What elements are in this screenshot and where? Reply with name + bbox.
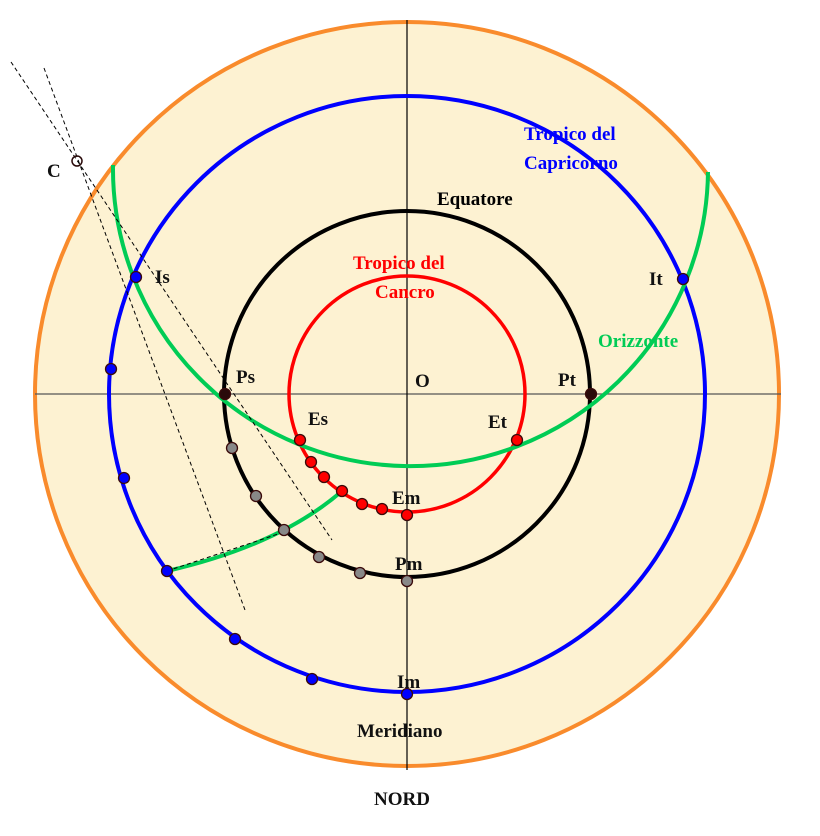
- gray-point: [400, 574, 414, 588]
- blue-point: [129, 270, 143, 284]
- blue-point: [160, 564, 174, 578]
- label-equator: Equatore: [437, 189, 513, 210]
- gray-point: [312, 550, 326, 564]
- label-north: NORD: [374, 789, 430, 810]
- label-capricorn-2: Capricorno: [524, 153, 618, 174]
- label-capricorn-1: Tropico del: [524, 124, 616, 145]
- label-it: It: [649, 269, 663, 290]
- red-point: [400, 508, 414, 522]
- gray-point: [225, 441, 239, 455]
- label-horizon: Orizzonte: [598, 331, 678, 352]
- blue-point: [104, 362, 118, 376]
- blue-point: [400, 687, 414, 701]
- dark-point: [584, 387, 598, 401]
- red-point: [355, 497, 369, 511]
- gray-point: [249, 489, 263, 503]
- label-meridian: Meridiano: [357, 721, 443, 742]
- label-c: C: [47, 161, 61, 182]
- point-c: [71, 155, 83, 167]
- label-is: Is: [155, 267, 170, 288]
- label-pt: Pt: [558, 370, 577, 391]
- blue-point: [305, 672, 319, 686]
- red-point: [317, 470, 331, 484]
- dark-point: [218, 387, 232, 401]
- label-es: Es: [308, 409, 328, 430]
- label-et: Et: [488, 412, 508, 433]
- construction-line-3: [166, 529, 291, 572]
- label-em: Em: [392, 488, 421, 509]
- red-point: [375, 502, 389, 516]
- red-point: [335, 484, 349, 498]
- red-point: [510, 433, 524, 447]
- horizon-arc: [110, 164, 710, 468]
- label-cancer-2: Cancro: [375, 282, 435, 303]
- red-point: [293, 433, 307, 447]
- gray-point: [353, 566, 367, 580]
- construction-line-2: [43, 67, 246, 611]
- construction-line-1: [10, 61, 333, 541]
- blue-point: [228, 632, 242, 646]
- blue-point: [676, 272, 690, 286]
- label-ps: Ps: [236, 367, 255, 388]
- red-point: [304, 455, 318, 469]
- label-im: Im: [397, 672, 420, 693]
- label-cancer-1: Tropico del: [353, 253, 445, 274]
- gray-point: [277, 523, 291, 537]
- label-pm: Pm: [395, 554, 423, 575]
- blue-point: [117, 471, 131, 485]
- label-center-o: O: [415, 371, 430, 392]
